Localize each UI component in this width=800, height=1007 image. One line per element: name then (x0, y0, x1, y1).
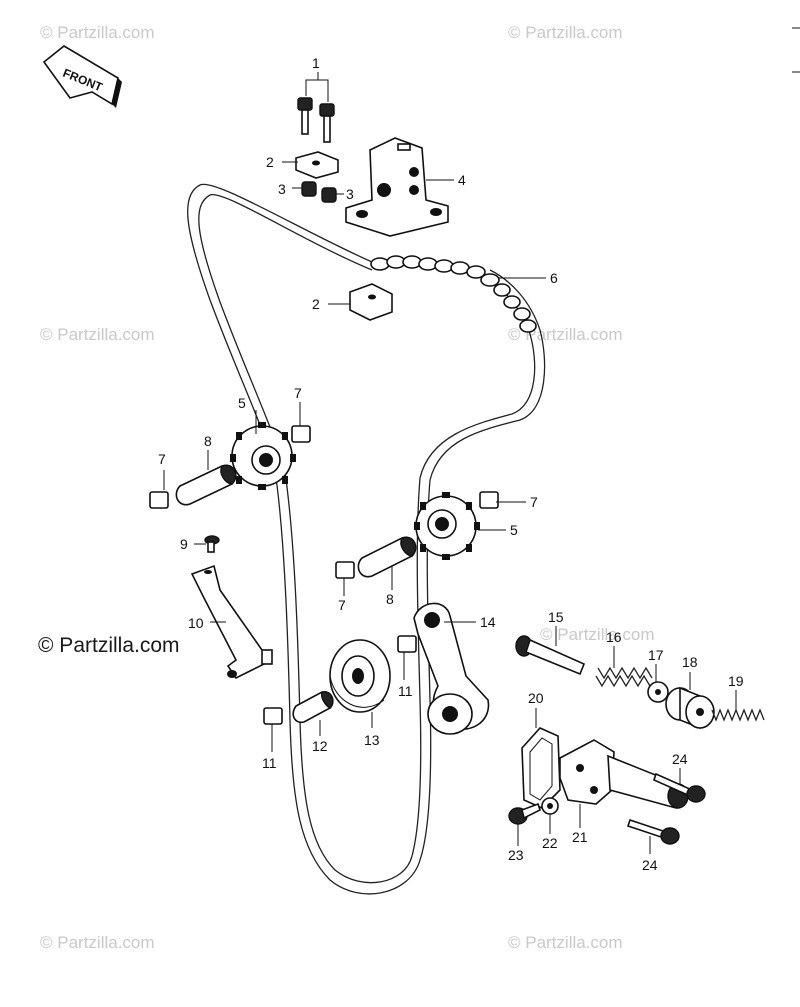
callout-5-upper: 5 (238, 395, 246, 411)
callout-3-left: 3 (278, 181, 286, 197)
watermark-top-right: © Partzilla.com (508, 23, 623, 42)
callout-17: 17 (648, 647, 664, 663)
callout-12: 12 (312, 738, 328, 754)
block-part-7-c (479, 491, 499, 509)
pushrod-part-15 (515, 635, 586, 676)
callout-7-left: 7 (158, 451, 166, 467)
screw-part-9 (204, 535, 220, 553)
callout-9: 9 (180, 536, 188, 552)
guide-bracket-part-10 (190, 564, 273, 680)
callout-8-lower: 8 (386, 591, 394, 607)
watermark-top-left: © Partzilla.com (40, 23, 155, 42)
watermark-bottom-left: © Partzilla.com (40, 933, 155, 952)
block-part-7-a (291, 425, 311, 443)
spring-part-19 (711, 708, 765, 722)
bolt-lower-part-24 (626, 818, 680, 845)
callout-24-lower: 24 (642, 857, 658, 873)
callout-3-right: 3 (346, 186, 354, 202)
callout-7-upper: 7 (294, 385, 302, 401)
callout-19: 19 (728, 673, 744, 689)
gasket-part-20 (521, 727, 561, 809)
shaft-upper-part-8 (175, 464, 237, 506)
watermark-mid-right: © Partzilla.com (508, 325, 623, 344)
callout-24-upper: 24 (672, 751, 688, 767)
callout-15: 15 (548, 609, 564, 625)
callout-20: 20 (528, 690, 544, 706)
shaft-lower-part-8 (357, 536, 417, 578)
block-part-11-a (263, 707, 283, 725)
tensioner-arm-part-14 (413, 602, 490, 735)
chain-links (370, 255, 537, 333)
bolt-pair-part-1 (297, 72, 335, 143)
sprocket-upper-part-5 (230, 422, 296, 490)
callout-11-right: 11 (398, 683, 413, 699)
block-part-7-b (149, 491, 169, 509)
leader-lines (163, 161, 737, 854)
callout-4: 4 (458, 172, 466, 188)
bolt-upper-part-24 (653, 772, 706, 803)
callout-22: 22 (542, 835, 558, 851)
callout-2-upper: 2 (266, 154, 274, 170)
callout-23: 23 (508, 847, 524, 863)
shaft-part-12 (292, 691, 334, 724)
callout-labels: 1 2 3 3 4 2 6 5 7 8 7 9 7 5 7 8 10 14 15… (158, 55, 744, 873)
callout-7-lower: 7 (338, 597, 346, 613)
washer-part-22 (541, 797, 559, 815)
callout-7-right: 7 (530, 494, 538, 510)
callout-5-lower: 5 (510, 522, 518, 538)
callout-2-lower: 2 (312, 296, 320, 312)
callout-6: 6 (550, 270, 558, 286)
callout-14: 14 (480, 614, 496, 630)
callout-18: 18 (682, 654, 698, 670)
collar-right-part-3 (321, 187, 337, 203)
callout-8-upper: 8 (204, 433, 212, 449)
callout-16: 16 (606, 629, 622, 645)
chain-guide-bracket-part-4 (345, 137, 449, 237)
spring-part-16 (595, 666, 653, 688)
callout-11-left: 11 (262, 755, 277, 771)
watermark-mid-left: © Partzilla.com (40, 325, 155, 344)
guide-block-lower-part-2 (349, 283, 393, 321)
watermark-center-left: © Partzilla.com (38, 634, 180, 657)
sprocket-lower-part-5 (414, 492, 480, 560)
watermarks: © Partzilla.com © Partzilla.com © Partzi… (38, 23, 655, 952)
front-arrow-badge: FRONT (42, 45, 122, 108)
callout-10: 10 (188, 615, 204, 631)
bolt-part-23 (508, 802, 541, 825)
watermark-center-right: © Partzilla.com (540, 625, 655, 644)
watermark-bottom-right: © Partzilla.com (508, 933, 623, 952)
cam-chain (187, 183, 546, 895)
guide-block-upper-part-2 (295, 151, 339, 179)
callout-1: 1 (312, 55, 320, 71)
block-part-7-d (335, 561, 355, 579)
sleeve-part-18 (665, 686, 715, 730)
nut-part-17 (647, 681, 669, 703)
roller-part-13 (329, 639, 391, 713)
collar-left-part-3 (301, 181, 317, 197)
callout-21: 21 (572, 829, 588, 845)
tensioner-housing-part-21 (559, 739, 689, 809)
block-part-11-b (397, 635, 417, 653)
callout-13: 13 (364, 732, 380, 748)
